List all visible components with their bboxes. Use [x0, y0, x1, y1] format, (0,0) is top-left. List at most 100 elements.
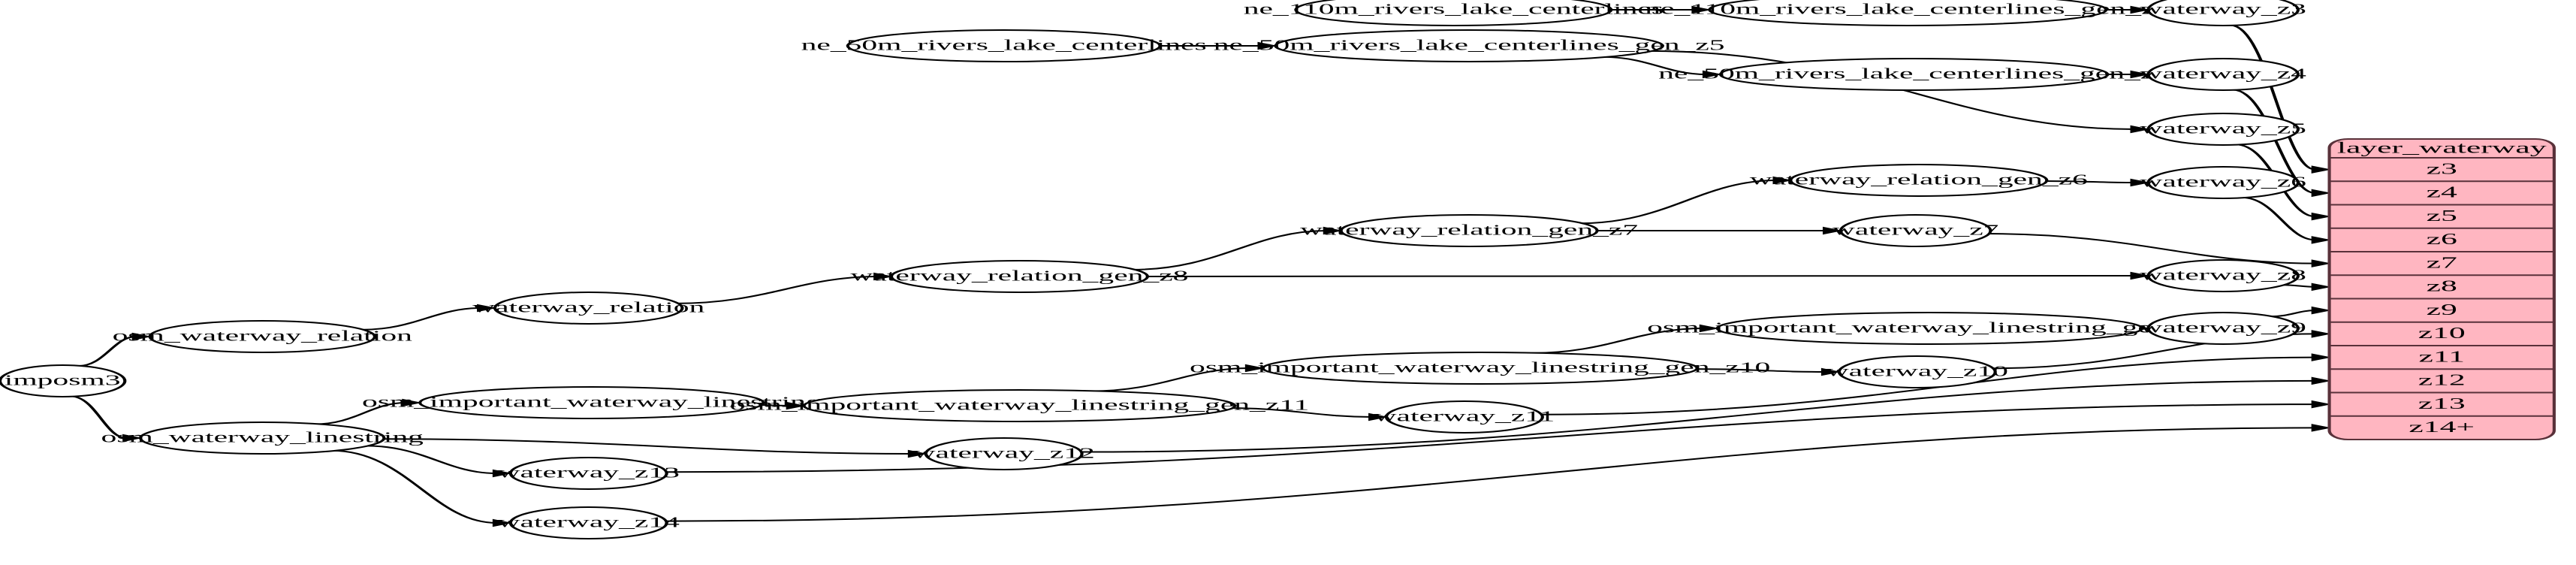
edge-arrowhead: [2311, 259, 2332, 267]
edge-arrowhead: [2130, 70, 2151, 79]
node-ne_50m_rivers_lake_centerlines_gen_z5[interactable]: ne_50m_rivers_lake_centerlines_gen_z5: [1214, 29, 1725, 62]
node-waterway_relation_gen_z6[interactable]: waterway_relation_gen_z6: [1750, 164, 2088, 197]
node-label: osm_important_waterway_linestring_gen_z1…: [1190, 359, 1770, 376]
node-osm_important_waterway_linestring_gen_z9[interactable]: osm_important_waterway_linestring_gen_z9: [1647, 312, 2213, 345]
node-ellipse: [924, 437, 1084, 470]
edge-arrowhead: [492, 518, 513, 527]
edge-arrowhead: [2311, 189, 2332, 198]
node-waterway_z9[interactable]: waterway_z9: [2140, 312, 2306, 345]
node-osm_important_waterway_linestring[interactable]: osm_important_waterway_linestring: [362, 386, 822, 419]
edge-waterway_relation_gen_z6-to-waterway_z6: [2044, 180, 2134, 183]
node-waterway_z7[interactable]: waterway_z7: [1832, 214, 1999, 247]
layer-row-z14+[interactable]: z14+: [2409, 418, 2475, 436]
edge-arrowhead: [2311, 165, 2332, 174]
node-label: waterway_z11: [1374, 408, 1555, 425]
node-osm_waterway_relation[interactable]: osm_waterway_relation: [113, 320, 412, 353]
layer-row-z3[interactable]: z3: [2427, 160, 2457, 177]
layer-row-z10[interactable]: z10: [2418, 325, 2466, 342]
edge-waterway_z9-to-layer_z9: [2270, 310, 2315, 318]
edge-arrowhead: [402, 398, 422, 407]
node-ne_50m_rivers_lake_centerlines_gen_z4[interactable]: ne_50m_rivers_lake_centerlines_gen_z4: [1658, 58, 2170, 91]
nodes-group: imposm3 osm_waterway_relation osm_waterway…: [0, 0, 2306, 539]
node-ellipse: [139, 421, 386, 455]
node-osm_waterway_linestring[interactable]: osm_waterway_linestring: [101, 421, 424, 455]
node-label: ne_50m_rivers_lake_centerlines_gen_z4: [1658, 65, 2170, 82]
edge-waterway_relation-to-waterway_relation_gen_z8: [676, 276, 878, 304]
node-label: waterway_relation_gen_z6: [1750, 171, 2088, 188]
node-waterway_z11[interactable]: waterway_z11: [1374, 400, 1555, 434]
edge-arrowhead: [122, 434, 143, 443]
node-waterway_relation_gen_z8[interactable]: waterway_relation_gen_z8: [850, 260, 1188, 293]
node-ne_50m_rivers_lake_centerlines[interactable]: ne_50m_rivers_lake_centerlines: [801, 29, 1207, 62]
node-waterway_relation_gen_z7[interactable]: waterway_relation_gen_z7: [1300, 214, 1638, 247]
node-waterway_z12[interactable]: waterway_z12: [913, 437, 1095, 470]
edge-arrowhead: [873, 272, 894, 281]
edges-group: [70, 5, 2332, 527]
edge-osm_waterway_linestring-to-osm_important_waterway_linestring: [315, 402, 406, 425]
edge-arrowhead: [1691, 5, 1712, 14]
edge-osm_waterway_linestring-to-waterway_z13: [365, 445, 497, 474]
node-ellipse: [1294, 0, 1613, 26]
node-label: waterway_z5: [2140, 120, 2306, 137]
layer-row-z12[interactable]: z12: [2418, 371, 2466, 388]
node-ellipse: [418, 386, 765, 419]
node-ellipse: [1837, 355, 1997, 388]
node-label: osm_waterway_linestring: [101, 429, 424, 446]
layer-row-z6[interactable]: z6: [2427, 231, 2457, 248]
edge-arrowhead: [1702, 70, 1723, 79]
node-waterway_z4[interactable]: waterway_z4: [2140, 58, 2306, 91]
edge-osm_important_waterway_linestring_gen_z10-to-osm_important_waterway_linestring_gen_z9: [1531, 328, 1703, 355]
node-waterway_z6[interactable]: waterway_z6: [2140, 166, 2306, 199]
node-ellipse: [508, 457, 668, 490]
layer-row-z4[interactable]: z4: [2427, 183, 2457, 201]
node-ellipse: [508, 506, 668, 539]
node-label: waterway_z7: [1832, 222, 1999, 238]
layer-row-z8[interactable]: z8: [2427, 277, 2457, 295]
node-waterway_relation[interactable]: waterway_relation: [472, 292, 704, 325]
node-waterway_z3[interactable]: waterway_z3: [2140, 0, 2306, 26]
edge-arrowhead: [1368, 412, 1389, 421]
node-label: ne_110m_rivers_lake_centerlines: [1244, 1, 1664, 17]
node-ellipse: [1339, 214, 1599, 247]
edge-arrowhead: [2130, 271, 2151, 280]
layer-row-z9[interactable]: z9: [2427, 301, 2457, 319]
edge-arrowhead: [492, 469, 513, 478]
node-osm_important_waterway_linestring_gen_z10[interactable]: osm_important_waterway_linestring_gen_z1…: [1190, 352, 1770, 385]
node-label: osm_waterway_relation: [113, 328, 412, 344]
edge-osm_important_waterway_linestring_gen_z11-to-osm_important_waterway_linestring_gen_z10: [1090, 367, 1250, 392]
node-ellipse: [0, 364, 127, 397]
layer-waterway-title: layer_waterway: [2337, 139, 2547, 156]
node-ellipse: [846, 29, 1162, 62]
node-waterway_z14[interactable]: waterway_z14: [498, 506, 680, 539]
node-ellipse: [2146, 58, 2300, 91]
node-label: osm_important_waterway_linestring_gen_z9: [1647, 319, 2213, 336]
edge-arrowhead: [1820, 367, 1842, 376]
edge-osm_waterway_relation-to-waterway_relation: [360, 307, 481, 331]
node-ellipse: [2146, 259, 2300, 292]
edge-arrowhead: [2311, 236, 2332, 244]
edge-arrowhead: [2311, 400, 2332, 409]
edge-waterway_z14-to-layer_z14+: [664, 427, 2315, 522]
node-ne_110m_rivers_lake_centerlines[interactable]: ne_110m_rivers_lake_centerlines: [1244, 0, 1664, 26]
layer-row-z7[interactable]: z7: [2427, 254, 2457, 271]
node-imposm3[interactable]: imposm3: [0, 364, 127, 397]
edge-arrowhead: [2130, 178, 2151, 187]
node-waterway_z13[interactable]: waterway_z13: [498, 457, 680, 490]
edge-arrowhead: [131, 332, 152, 341]
edge-arrowhead: [2311, 282, 2332, 292]
edge-arrowhead: [2311, 353, 2332, 361]
edge-arrowhead: [1323, 226, 1344, 235]
node-ellipse: [1261, 352, 1699, 385]
node-waterway_z10[interactable]: waterway_z10: [1826, 355, 2008, 388]
node-ne_110m_rivers_lake_centerlines_gen_z3[interactable]: ne_110m_rivers_lake_centerlines_gen_z3: [1645, 0, 2170, 26]
node-ellipse: [2146, 312, 2300, 345]
layer-row-z13[interactable]: z13: [2418, 395, 2466, 412]
layer-row-z5[interactable]: z5: [2427, 207, 2457, 225]
edge-arrowhead: [477, 304, 497, 313]
node-label: waterway_z8: [2140, 267, 2306, 283]
layer-row-z11[interactable]: z11: [2419, 348, 2465, 365]
node-waterway_z8[interactable]: waterway_z8: [2140, 259, 2306, 292]
node-waterway_z5[interactable]: waterway_z5: [2140, 113, 2306, 146]
node-osm_important_waterway_linestring_gen_z11[interactable]: osm_important_waterway_linestring_gen_z1…: [730, 389, 1310, 422]
